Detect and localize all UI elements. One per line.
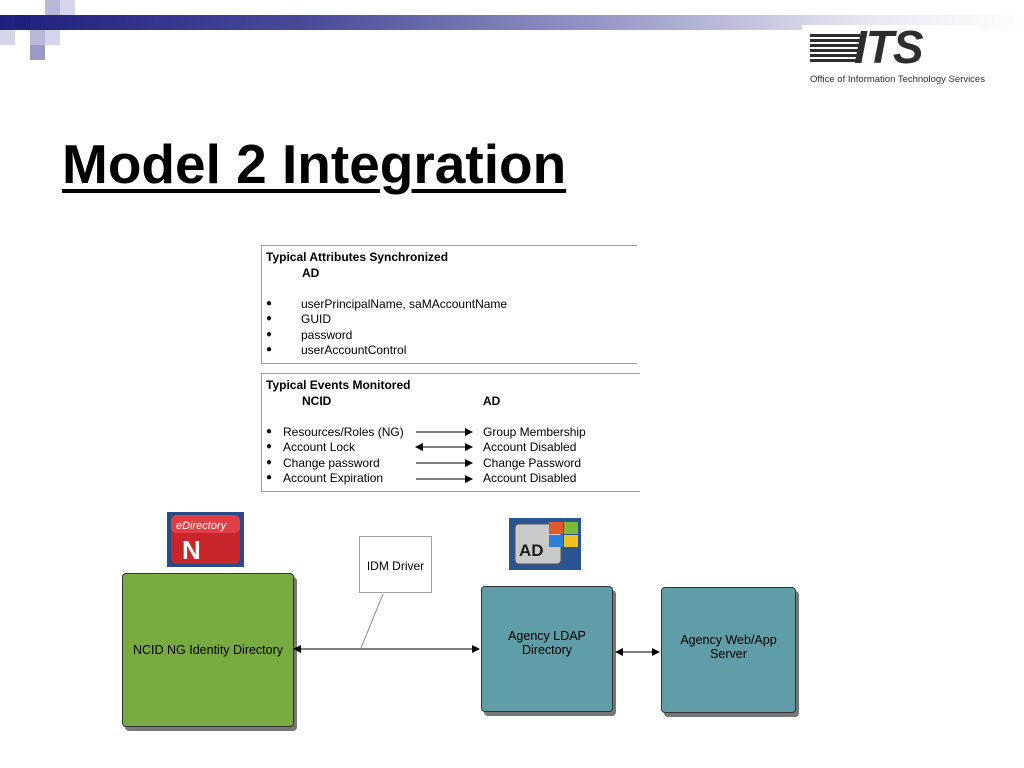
- event-source: Resources/Roles (NG): [283, 425, 404, 439]
- event-target: Change Password: [483, 456, 582, 470]
- logo-stripes: [810, 34, 860, 64]
- agency-web-app-server-box: Agency Web/App Server: [661, 587, 796, 713]
- bullet: ●: [266, 457, 273, 468]
- attribute-item: userPrincipalName, saMAccountName: [301, 297, 508, 311]
- events-panel-title: Typical Events Monitored: [266, 378, 411, 392]
- driver-callout-pointer: [360, 593, 384, 649]
- edirectory-icon: eDirectory N: [167, 512, 244, 567]
- event-target: Account Disabled: [483, 471, 577, 485]
- event-source: Account Lock: [283, 440, 356, 454]
- decor-square: [30, 45, 45, 60]
- attributes-panel-title: Typical Attributes Synchronized: [266, 250, 449, 264]
- decor-square: [30, 30, 45, 45]
- bullet: ●: [266, 298, 273, 309]
- attribute-item: userAccountControl: [301, 343, 407, 357]
- webapp-box-label: Agency Web/App Server: [680, 633, 777, 661]
- edirectory-icon-letter: N: [182, 535, 201, 565]
- logo-text: ITS: [854, 21, 924, 73]
- decor-square: [45, 30, 60, 45]
- header-gradient-bar: [0, 15, 1024, 30]
- its-logo: ITS Office of Information Technology Ser…: [802, 21, 985, 91]
- events-panel: Typical Events Monitored NCID AD ● Resou…: [261, 373, 640, 492]
- bullet: ●: [266, 329, 273, 340]
- events-col-ncid: NCID: [302, 394, 332, 408]
- ad-icon-label: AD: [519, 541, 544, 560]
- attribute-item: password: [301, 328, 353, 342]
- ncid-identity-directory-box: NCID NG Identity Directory: [122, 573, 294, 727]
- agency-ldap-directory-box: Agency LDAP Directory: [481, 586, 613, 712]
- ldap-box-label: Agency LDAP Directory: [508, 629, 586, 657]
- event-target: Group Membership: [483, 425, 586, 439]
- bullet: ●: [266, 472, 273, 483]
- bullet: ●: [266, 313, 273, 324]
- decor-square: [45, 0, 60, 15]
- bullet: ●: [266, 344, 273, 355]
- attribute-item: GUID: [301, 312, 331, 326]
- active-directory-icon: AD: [509, 518, 581, 570]
- event-source: Change password: [283, 456, 380, 470]
- event-source: Account Expiration: [283, 471, 384, 485]
- events-col-ad: AD: [483, 394, 501, 408]
- decor-square: [60, 0, 75, 15]
- decor-square: [15, 15, 30, 30]
- ncid-box-label: NCID NG Identity Directory: [132, 643, 284, 657]
- attributes-panel: Typical Attributes Synchronized AD ● use…: [261, 245, 637, 364]
- decor-square: [0, 30, 15, 45]
- edirectory-icon-label: eDirectory: [176, 520, 228, 532]
- logo-subtitle: Office of Information Technology Service…: [810, 74, 985, 85]
- attributes-column-header: AD: [302, 266, 320, 280]
- bullet: ●: [266, 441, 273, 452]
- page-title: Model 2 Integration: [62, 133, 567, 195]
- idm-driver-callout: IDM Driver: [359, 536, 432, 593]
- event-target: Account Disabled: [483, 440, 577, 454]
- bullet: ●: [266, 426, 273, 437]
- ad-icon-graphic: AD: [509, 518, 581, 570]
- edirectory-icon-graphic: eDirectory N: [167, 512, 244, 567]
